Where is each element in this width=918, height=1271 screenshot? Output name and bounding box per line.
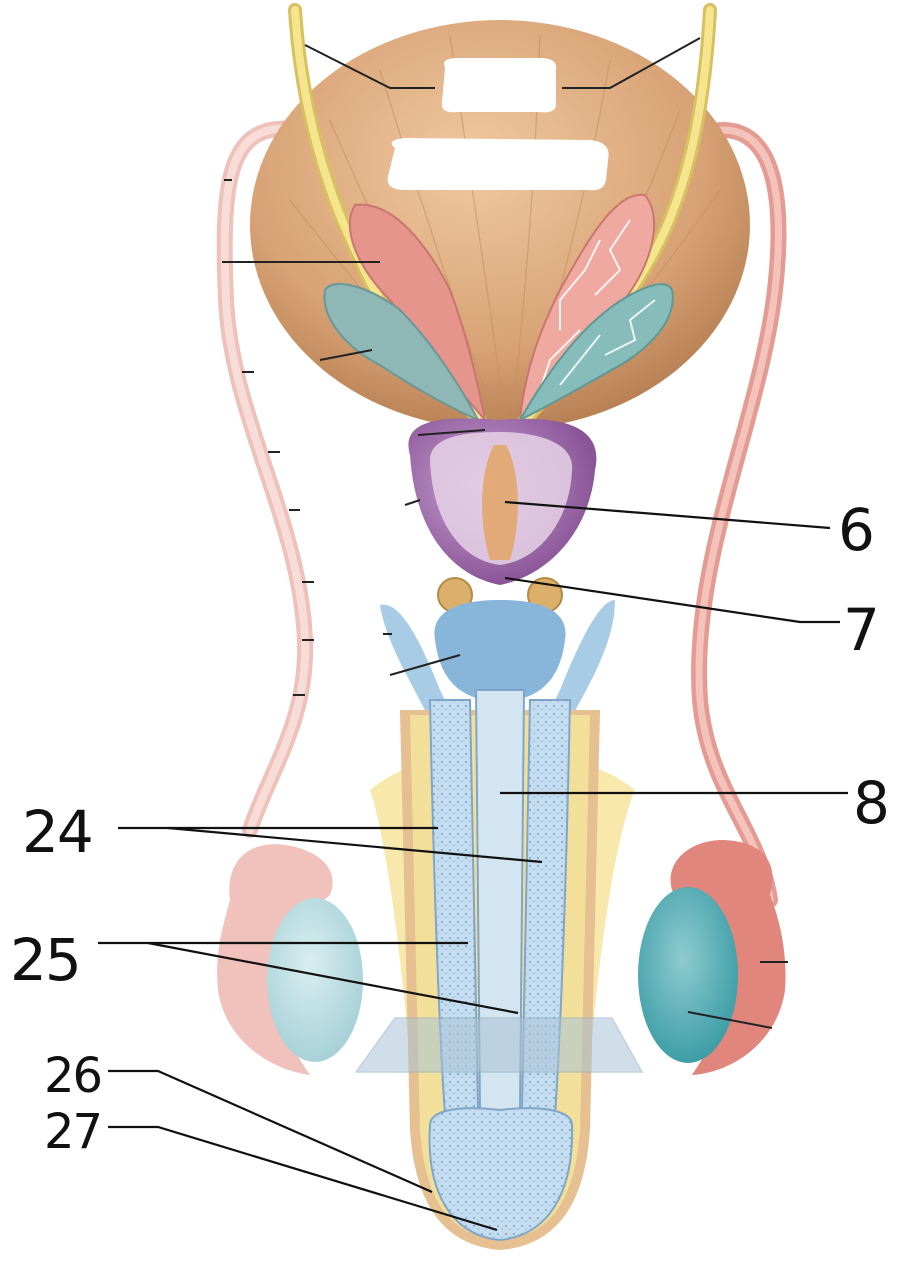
corpus-cavernosum-left <box>428 699 480 1117</box>
redacted-label-1 <box>441 58 557 113</box>
label-25: 25 <box>10 926 80 994</box>
label-26: 26 <box>44 1048 101 1104</box>
label-7: 7 <box>843 596 878 664</box>
leader-26 <box>108 1069 433 1194</box>
leader-7 <box>504 576 840 624</box>
testis-left <box>267 898 363 1062</box>
label-27: 27 <box>44 1104 101 1160</box>
corpus-cavernosum-right <box>520 699 572 1117</box>
leader-24b <box>167 826 543 864</box>
crus-left <box>380 604 455 720</box>
leader-25b <box>147 941 519 1015</box>
leader-27 <box>108 1125 498 1232</box>
section-plane <box>354 1017 644 1073</box>
crus-right <box>545 600 615 720</box>
label-8: 8 <box>853 769 888 837</box>
bulb-of-penis <box>434 600 566 702</box>
leader-6 <box>504 500 831 530</box>
label-6: 6 <box>838 496 873 564</box>
label-24: 24 <box>22 798 92 866</box>
redacted-label-2 <box>387 138 609 191</box>
unlabeled-leaders <box>222 37 788 1029</box>
testis-right <box>638 887 738 1063</box>
